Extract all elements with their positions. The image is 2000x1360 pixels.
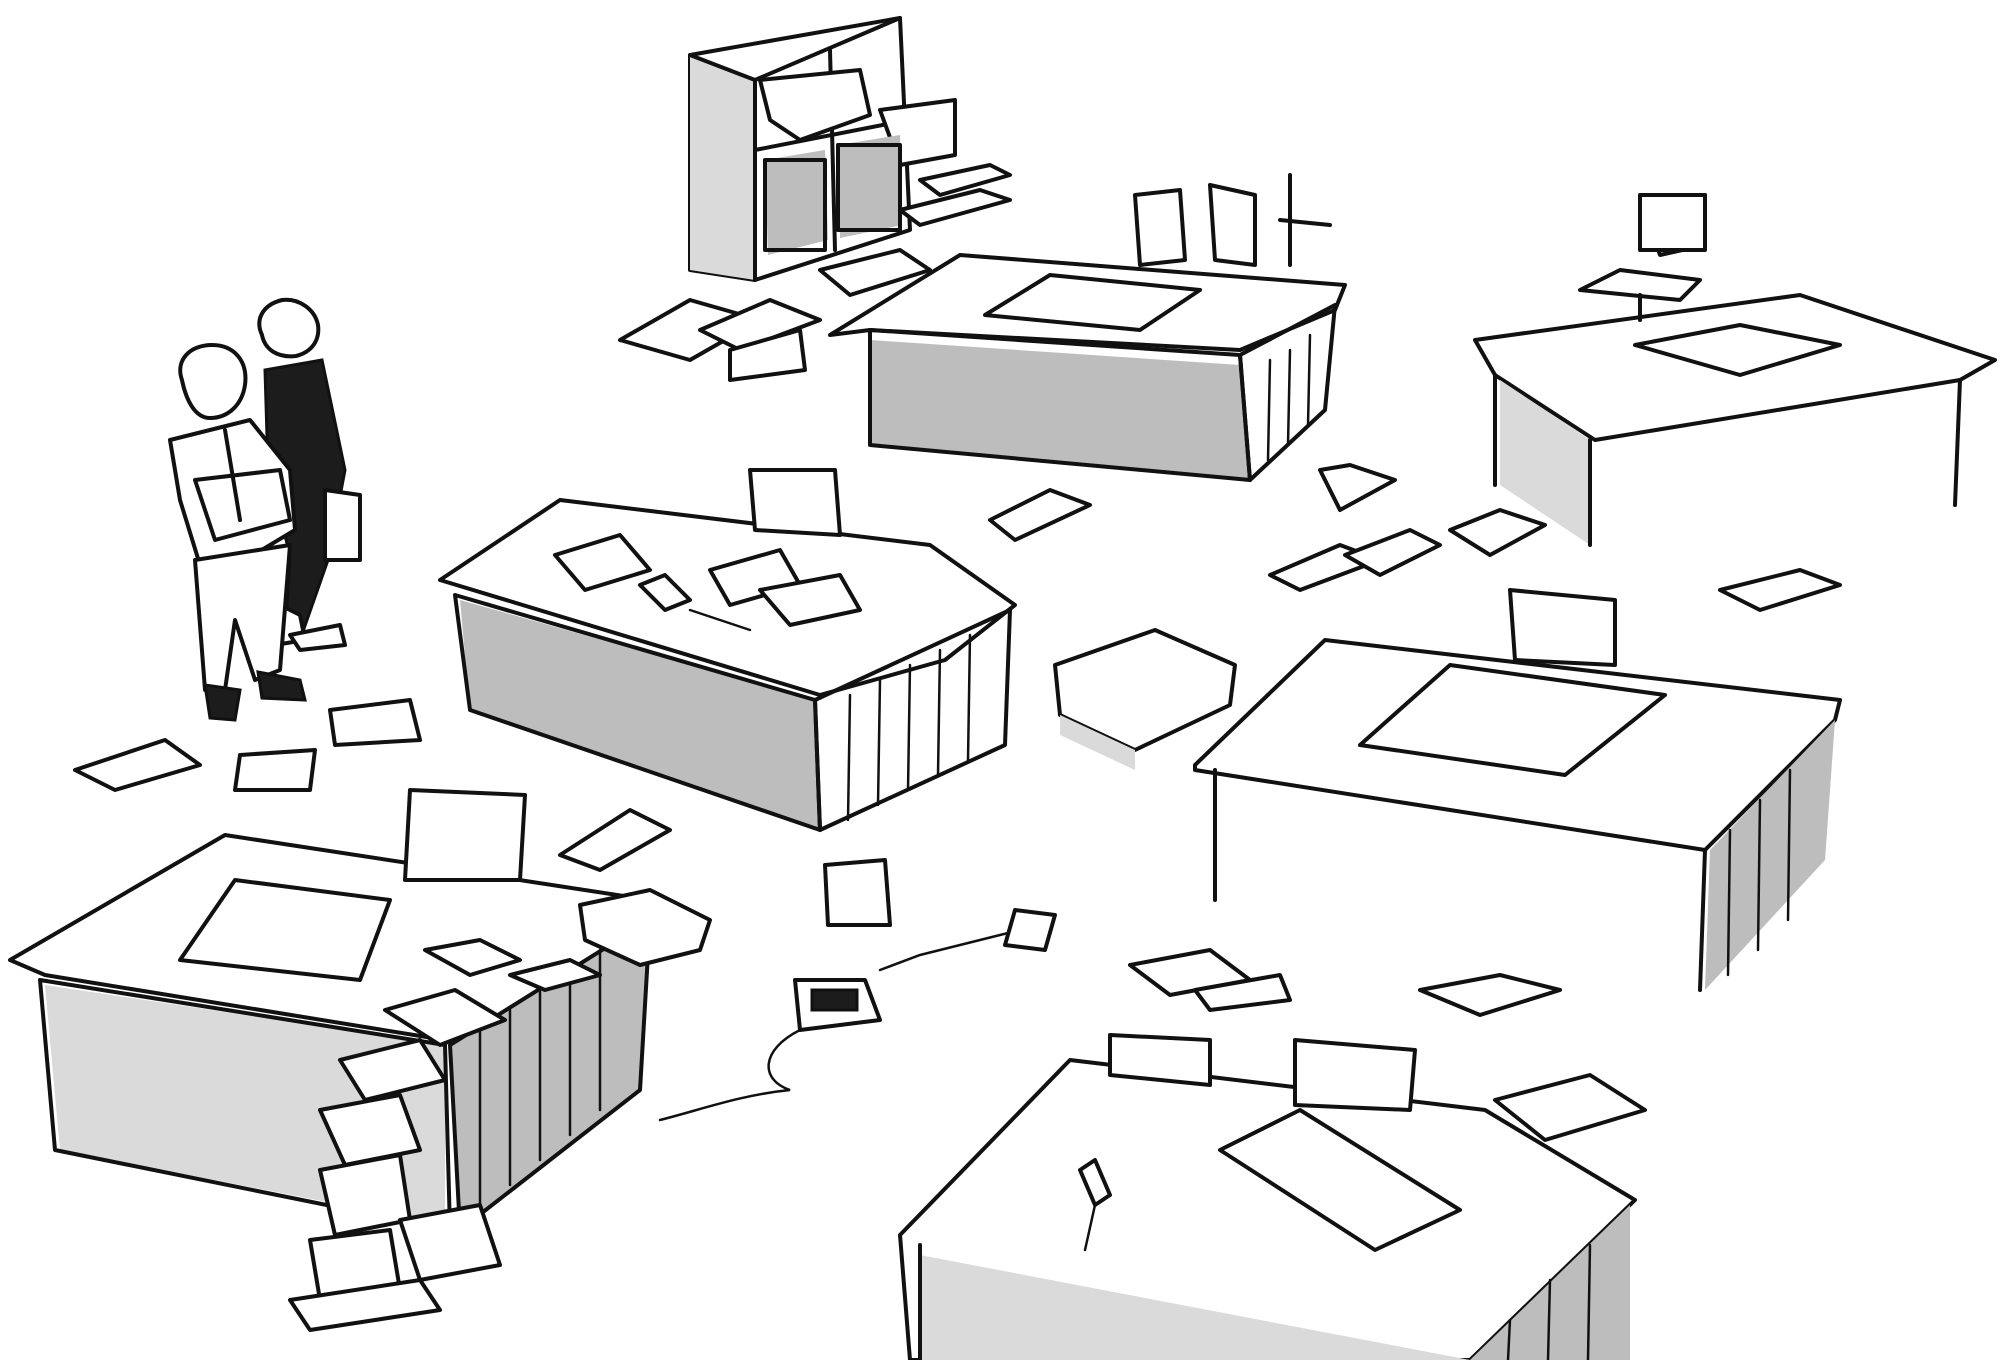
paper-sheet — [553, 533, 862, 627]
printer — [288, 888, 712, 1332]
desk — [438, 498, 1017, 832]
desk — [1193, 638, 1842, 992]
manager — [257, 297, 362, 652]
paper-sheet — [178, 878, 602, 992]
office-chair — [403, 788, 527, 882]
office-chair — [748, 468, 842, 537]
pencil-cup — [1078, 1158, 1112, 1252]
stapler — [1493, 1073, 1647, 1142]
office-worker — [168, 343, 307, 722]
stapler — [638, 573, 752, 632]
paper-sheet — [73, 463, 1842, 1017]
desk — [1473, 293, 1997, 547]
desk — [828, 253, 1347, 482]
office-chair — [1508, 588, 1617, 667]
desk-phone — [658, 908, 1057, 1122]
office-chair — [1133, 173, 1332, 267]
paper-pile — [618, 163, 1012, 382]
office-chair — [1108, 1033, 1417, 1112]
inbox-tray — [1053, 628, 1237, 770]
desk — [898, 1058, 1637, 1360]
computer-monitor — [1638, 193, 1707, 252]
filing-cabinet — [688, 16, 957, 282]
